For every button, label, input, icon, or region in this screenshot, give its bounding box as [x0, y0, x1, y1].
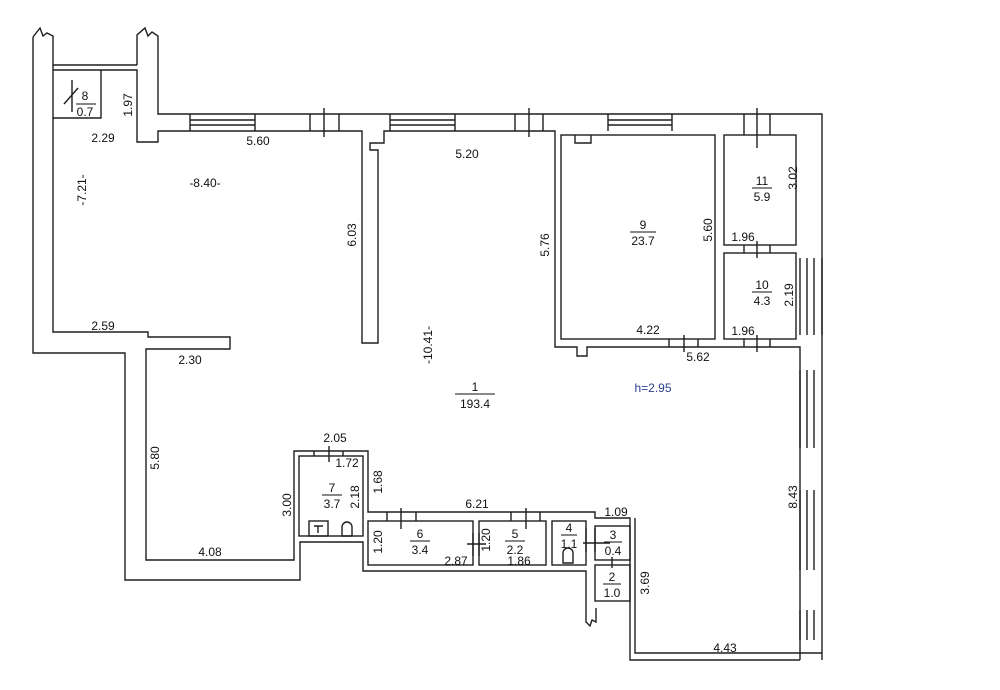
room-area: 0.4 — [605, 544, 622, 558]
dimension-label: 4.43 — [713, 641, 737, 655]
dimension-label: 5.80 — [148, 446, 162, 470]
room-number: 6 — [417, 527, 424, 541]
dimension-label: 2.30 — [178, 353, 202, 367]
dimension-labels: 2.29 5.60 -8.40- 5.20 2.59 2.30 4.22 5.6… — [75, 93, 800, 655]
dimension-label: 5.62 — [686, 350, 710, 364]
room-area: 3.4 — [412, 543, 429, 557]
dimension-label: 1.96 — [731, 324, 755, 338]
room-number: 2 — [609, 570, 616, 584]
dimension-label: 5.60 — [701, 218, 715, 242]
fixtures — [308, 520, 574, 564]
windows — [189, 114, 823, 640]
toilet-icon — [341, 521, 353, 537]
dimension-label: 4.22 — [636, 323, 660, 337]
room-2: 21.0 — [603, 570, 621, 600]
dimension-label: 5.76 — [538, 233, 552, 257]
room-number: 10 — [755, 278, 769, 292]
dimension-label: 1.96 — [731, 230, 755, 244]
room-area: 193.4 — [460, 397, 490, 411]
room-number: 7 — [329, 481, 336, 495]
room-area: 1.1 — [561, 537, 578, 551]
dimension-label: 8.43 — [786, 485, 800, 509]
dimension-label: 2.87 — [444, 554, 468, 568]
dimension-label: 2.19 — [782, 283, 796, 307]
dimension-label: 1.72 — [335, 456, 359, 470]
dimension-label: -10.41- — [421, 326, 435, 364]
room-6: 63.4 — [410, 527, 430, 557]
dimension-label: 5.60 — [246, 134, 270, 148]
dimension-label: 4.08 — [198, 545, 222, 559]
sink-icon — [308, 520, 329, 537]
room-3: 30.4 — [604, 528, 622, 558]
room-area: 4.3 — [754, 294, 771, 308]
dimension-label: -8.40- — [189, 176, 220, 190]
room-10: 104.3 — [752, 278, 772, 308]
dimension-label: 1.09 — [604, 505, 628, 519]
dimension-label: 6.21 — [465, 497, 489, 511]
room-number: 5 — [512, 527, 519, 541]
room-number: 8 — [82, 89, 89, 103]
dimension-label: 2.59 — [91, 319, 115, 333]
dimension-label: 2.29 — [91, 131, 115, 145]
dimension-label: 6.03 — [345, 223, 359, 247]
dimension-label: 1.20 — [371, 530, 385, 554]
room-area: 23.7 — [631, 234, 655, 248]
dimension-label: 1.20 — [479, 528, 493, 552]
room-5: 52.2 — [505, 527, 525, 557]
dimension-label: 2.05 — [323, 431, 347, 445]
room-area: 0.7 — [77, 105, 94, 119]
walls — [32, 26, 823, 661]
room-number: 9 — [640, 218, 647, 232]
room-11: 115.9 — [752, 174, 772, 204]
room-1: 1 193.4 — [455, 380, 495, 411]
room-number: 11 — [756, 174, 769, 188]
room-8: 80.7 — [76, 89, 96, 119]
dimension-label: 3.02 — [786, 166, 800, 190]
dimension-label: 2.18 — [348, 485, 362, 509]
dimension-label: 5.20 — [455, 147, 479, 161]
room-area: 5.9 — [754, 190, 771, 204]
dimension-label: -7.21- — [75, 174, 89, 205]
room-number: 3 — [610, 528, 617, 542]
dimension-label: 1.97 — [121, 93, 135, 117]
dimension-label: 1.86 — [507, 554, 531, 568]
dimension-label: 3.00 — [280, 493, 294, 517]
toilet-icon — [562, 547, 574, 564]
dimension-label: 1.68 — [371, 470, 385, 494]
room-area: 1.0 — [604, 586, 621, 600]
room-7: 73.7 — [322, 481, 342, 511]
dimension-label: 3.69 — [638, 571, 652, 595]
room-4: 41.1 — [561, 521, 578, 551]
doors — [63, 80, 771, 568]
room-area: 3.7 — [324, 497, 341, 511]
room-number: 4 — [566, 521, 573, 535]
room-9: 923.7 — [630, 218, 656, 248]
room-number: 1 — [472, 380, 479, 394]
room-area: 2.2 — [507, 543, 524, 557]
ceiling-height-label: h=2.95 — [634, 381, 671, 395]
